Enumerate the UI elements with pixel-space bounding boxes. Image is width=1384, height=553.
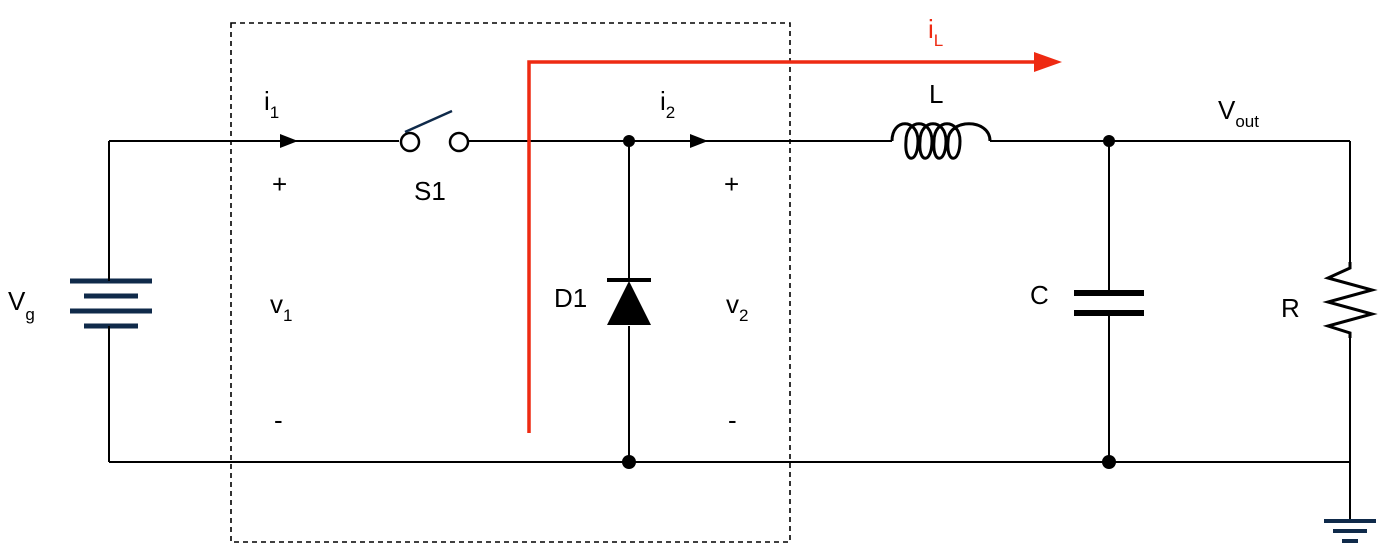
diode-icon [607,278,651,325]
switch-label: S1 [414,176,446,206]
output-current-label: i2 [660,86,675,122]
junction-dot [1102,455,1116,469]
input-plus-label: + [272,169,287,199]
inductor-icon [870,122,1010,160]
output-plus-label: + [724,169,739,199]
inductor-label: L [929,79,943,109]
switch-icon [399,109,470,153]
resistor-label: R [1281,293,1300,323]
battery-icon [70,266,152,340]
junction-dot [1103,135,1115,147]
resistor-icon [1322,262,1378,338]
capacitor-label: C [1030,280,1049,310]
source-label: Vg [8,286,35,324]
output-voltage-label: v2 [726,289,748,325]
inductor-current-path-arrow-icon [527,52,1062,433]
input-minus-label: - [274,405,283,435]
output-current-arrow-icon [690,134,708,148]
inductor-current-label: iL [928,14,943,50]
switch-network-boundary [230,22,791,543]
ground-icon [1324,462,1376,543]
output-node-label: Vout [1218,95,1259,131]
input-voltage-label: v1 [270,289,292,325]
output-minus-label: - [728,405,737,435]
input-current-label: i1 [264,86,279,122]
input-current-arrow-icon [280,134,298,148]
junction-dot [622,455,636,469]
diode-label: D1 [554,283,587,313]
capacitor-icon [1074,290,1144,316]
junction-dot [623,135,635,147]
